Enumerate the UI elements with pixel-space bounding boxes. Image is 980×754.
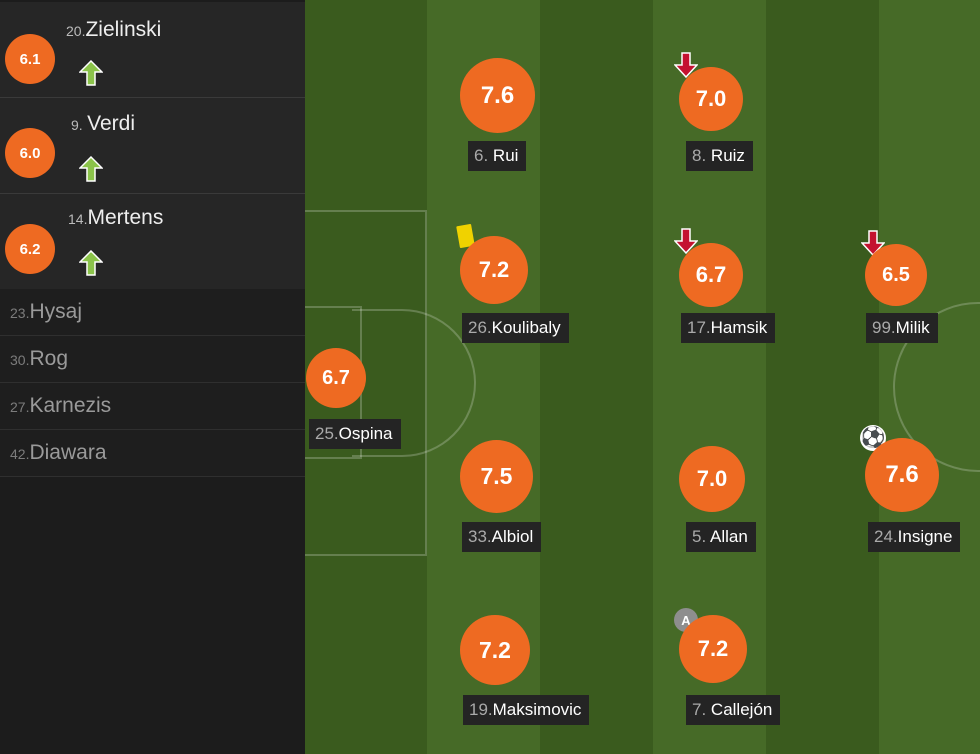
bench-row[interactable]: 42.Diawara [0,430,305,477]
bench-row[interactable]: 30.Rog [0,336,305,383]
rating-badge: 7.6 [460,58,535,133]
substitute-row[interactable]: 6.1 20.Zielinski [0,2,305,98]
player-label: 19.Maksimovic [463,695,590,725]
player-label: 17.Hamsik [681,313,776,343]
bench-row[interactable]: 23.Hysaj [0,289,305,336]
player-name: 27.Karnezis [10,394,112,417]
arrow-up-icon [79,60,103,86]
rating-badge: 6.0 [5,128,55,178]
rating-badge: 6.7 [306,348,366,408]
player-label: 33.Albiol [462,522,542,552]
player-name: 23.Hysaj [10,300,82,323]
bench-row[interactable]: 27.Karnezis [0,383,305,430]
rating-badge: 6.5 [865,244,927,306]
rating-badge: 6.2 [5,224,55,274]
player-label: 7. Callejón [686,695,781,725]
rating-badge: 7.0 [679,446,745,512]
arrow-up-icon [79,250,103,276]
rating-badge: 6.7 [679,243,743,307]
player-name: 42.Diawara [10,441,107,464]
pitch-stripe [766,0,879,754]
substitute-row[interactable]: 6.0 9. Verdi [0,98,305,194]
player-label: 99.Milik [866,313,938,343]
player-name: 20.Zielinski [66,18,162,41]
rating-badge: 7.5 [460,440,533,513]
substitute-row[interactable]: 6.2 14.Mertens [0,194,305,290]
player-label: 24.Insigne [868,522,961,552]
rating-badge: 7.2 [460,615,530,685]
player-label: 5. Allan [686,522,756,552]
rating-badge: 7.0 [679,67,743,131]
rating-badge: 7.6 [865,438,939,512]
player-label: 8. Ruiz [686,141,753,171]
arrow-down-icon [674,228,698,254]
rating-badge: 7.2 [679,615,747,683]
rating-badge: 7.2 [460,236,528,304]
player-label: 26.Koulibaly [462,313,569,343]
pitch-stripe [540,0,653,754]
player-label: 6. Rui [468,141,527,171]
player-label: 25.Ospina [309,419,401,449]
substitutes-panel: 6.1 20.Zielinski 6.0 9. Verdi 6.2 14.Mer… [0,0,305,754]
player-name: 9. Verdi [71,112,136,135]
player-name: 14.Mertens [68,206,164,229]
rating-badge: 6.1 [5,34,55,84]
arrow-down-icon [674,52,698,78]
penalty-arc [352,309,476,457]
player-name: 30.Rog [10,347,68,370]
arrow-up-icon [79,156,103,182]
pitch: 6.7 25.Ospina 7.6 6. Rui 7.2 26.Koulibal… [305,0,980,754]
